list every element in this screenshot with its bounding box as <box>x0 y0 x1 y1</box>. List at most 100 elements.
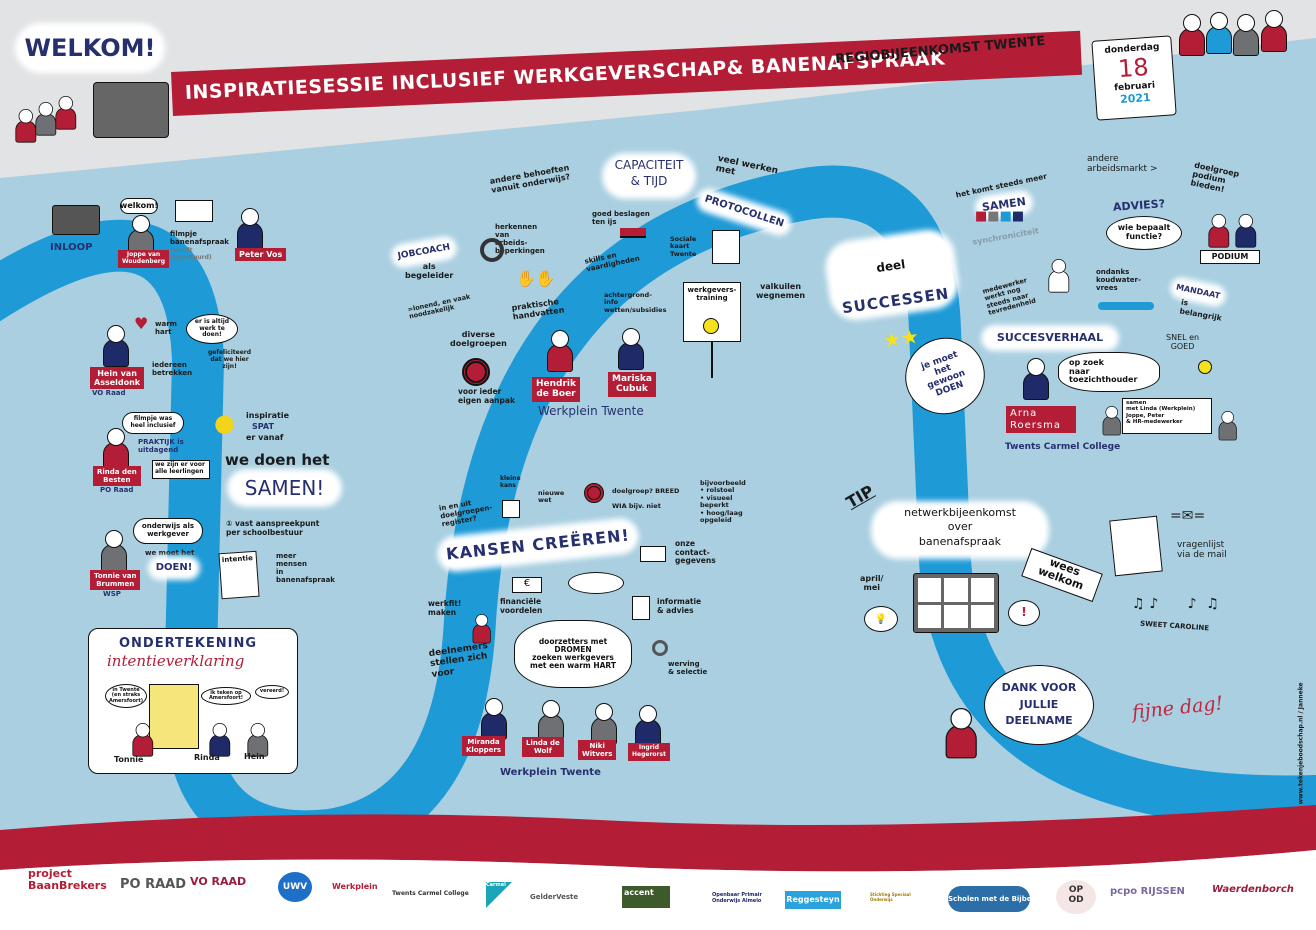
note: WIA bijv. niet <box>612 502 661 510</box>
papers-icon <box>1109 515 1163 577</box>
video-tile <box>944 604 968 628</box>
heart-icon: ♥ <box>134 314 149 333</box>
org-label: Werkplein Twente <box>500 767 601 778</box>
name-tag: Arna Roersma <box>1006 406 1076 433</box>
lightbulb-icon: ● <box>214 409 235 437</box>
name-tag: Tonnie van Brummen <box>90 570 141 591</box>
ice-skate-icon <box>620 228 646 238</box>
note: warm hart <box>155 320 177 337</box>
paper-icon <box>502 500 520 518</box>
logo-gelderveste: GelderVeste <box>530 893 579 901</box>
map-card-icon <box>712 230 740 264</box>
speech-bubble: vereerd! <box>255 685 289 699</box>
name-tag: Mariska Cubuk <box>608 372 656 397</box>
person <box>472 614 491 644</box>
speech-bubbles-icon <box>568 572 624 594</box>
laptop-icon <box>52 205 100 235</box>
person-rinda <box>209 723 231 757</box>
note: als begeleider <box>405 262 454 281</box>
note: SPAT <box>252 422 274 431</box>
logo-opo-almelo: Openbaar Primair Onderwijs Almelo <box>712 892 762 904</box>
note: goed beslagen ten ijs <box>592 210 650 227</box>
note: Sociale kaart Twente <box>670 235 697 258</box>
person <box>1260 10 1287 52</box>
note: we moet het <box>145 549 195 557</box>
idea-bubble-icon: 💡 <box>864 606 898 632</box>
target-icon <box>584 483 604 503</box>
video-tile <box>944 578 968 602</box>
document-icon <box>632 596 650 620</box>
monitor-icon <box>93 82 169 138</box>
person-linda <box>537 700 564 742</box>
note-box: we zijn er voor alle leerlingen <box>152 460 210 479</box>
welcome-cloud: WELKOM! <box>20 28 160 68</box>
note: financiële voordelen <box>500 597 543 615</box>
note: (wordt nagestuurd) <box>170 247 212 261</box>
person <box>1102 406 1121 436</box>
note: gefeliciteerd dat we hier zijn! <box>208 349 252 370</box>
exclamation-bubble-icon: ! <box>1008 600 1040 626</box>
speech-bubble: DANK VOOR JULLIE DEELNAME <box>984 665 1094 745</box>
logo-accent: accent <box>622 886 670 908</box>
org-label: Twents Carmel College <box>1005 442 1121 452</box>
thought-cloud: doorzetters met DROMEN zoeken werkgevers… <box>514 620 632 688</box>
person <box>1208 214 1230 248</box>
panel-title: ONDERTEKENING <box>119 636 257 651</box>
name-tag: Hendrik de Boer <box>532 377 580 402</box>
note: april/ mei <box>860 574 884 593</box>
podium: PODIUM <box>1200 250 1260 264</box>
signer-name: Tonnie <box>114 755 144 764</box>
inloop-label: INLOOP <box>50 242 93 253</box>
person-hendrik <box>546 330 573 372</box>
speech-bubble: op zoek naar toezichthouder <box>1058 352 1160 392</box>
logo-scholen-met-de-bijbel: Scholen met de Bijbel <box>948 886 1030 912</box>
note: ① vast aanspreekpunt per schoolbestuur <box>226 519 320 537</box>
note-box: samen met Linda (Werkplein) Joppe, Peter… <box>1122 398 1212 434</box>
video-icon <box>175 200 213 222</box>
name-tag: Hein van Asseldonk <box>90 367 145 390</box>
video-tile <box>918 578 942 602</box>
note: ondanks koudwater- vrees <box>1096 268 1141 293</box>
person <box>1205 12 1232 54</box>
note: onze contact- gegevens <box>675 539 716 566</box>
speech-bubble: in Twente (en straks Amersfoort) <box>105 684 147 708</box>
succesverhaal-label: SUCCESVERHAAL <box>986 330 1114 346</box>
person-tonnie <box>100 530 127 572</box>
video-tile <box>918 604 942 628</box>
video-tile <box>970 578 994 602</box>
deel-label: deel <box>875 257 907 276</box>
note: andere arbeidsmarkt > <box>1087 154 1158 175</box>
logo-uwv: UWV <box>278 872 312 902</box>
netwerk-cloud: netwerkbijeenkomst over banenafspraak <box>876 506 1044 554</box>
org-label: Werkplein Twente <box>538 404 644 418</box>
speech-bubble: er is altijd werk te doen! <box>186 314 238 344</box>
heading-we-doen-het: we doen het <box>225 451 330 469</box>
water-icon <box>1098 302 1154 310</box>
successen-label: SUCCESSEN <box>840 284 951 318</box>
note: PRAKTIJK is uitdagend <box>138 438 184 455</box>
map-of-netherlands <box>149 684 199 749</box>
person-hein <box>102 325 129 367</box>
magnifier-icon <box>480 238 504 262</box>
logo-werkplein: Werkplein <box>332 882 378 891</box>
person <box>1178 14 1205 56</box>
note: vragenlijst via de mail <box>1177 540 1227 561</box>
note: doelgroep? BREED <box>612 487 680 495</box>
artist-credit: www.tekenjeboodschap.nl / Janneke <box>1297 682 1305 805</box>
speech-bubble: filmpje was heel inclusief <box>122 412 184 434</box>
note: voor ieder eigen aanpak <box>458 387 515 405</box>
note: achtergrond- info wetten/subsidies <box>604 291 667 314</box>
note: herkennen van arbeids- beperkingen <box>495 223 545 256</box>
name-tag: Miranda Kloppers <box>462 736 506 757</box>
note: nieuwe wet <box>538 489 565 505</box>
name-tag: Linda de Wolf <box>522 737 564 758</box>
note: inspiratie <box>246 411 290 420</box>
person <box>1235 214 1257 248</box>
logo-twents-carmel: Twents Carmel College <box>392 890 469 897</box>
person <box>1218 411 1237 441</box>
person-peter <box>236 208 263 250</box>
magnifier-icon <box>652 640 668 656</box>
note: werving & selectie <box>668 660 708 677</box>
name-tag: Rinda den Besten <box>93 466 141 487</box>
logo-reggesteyn: Reggesteyn <box>785 891 841 909</box>
